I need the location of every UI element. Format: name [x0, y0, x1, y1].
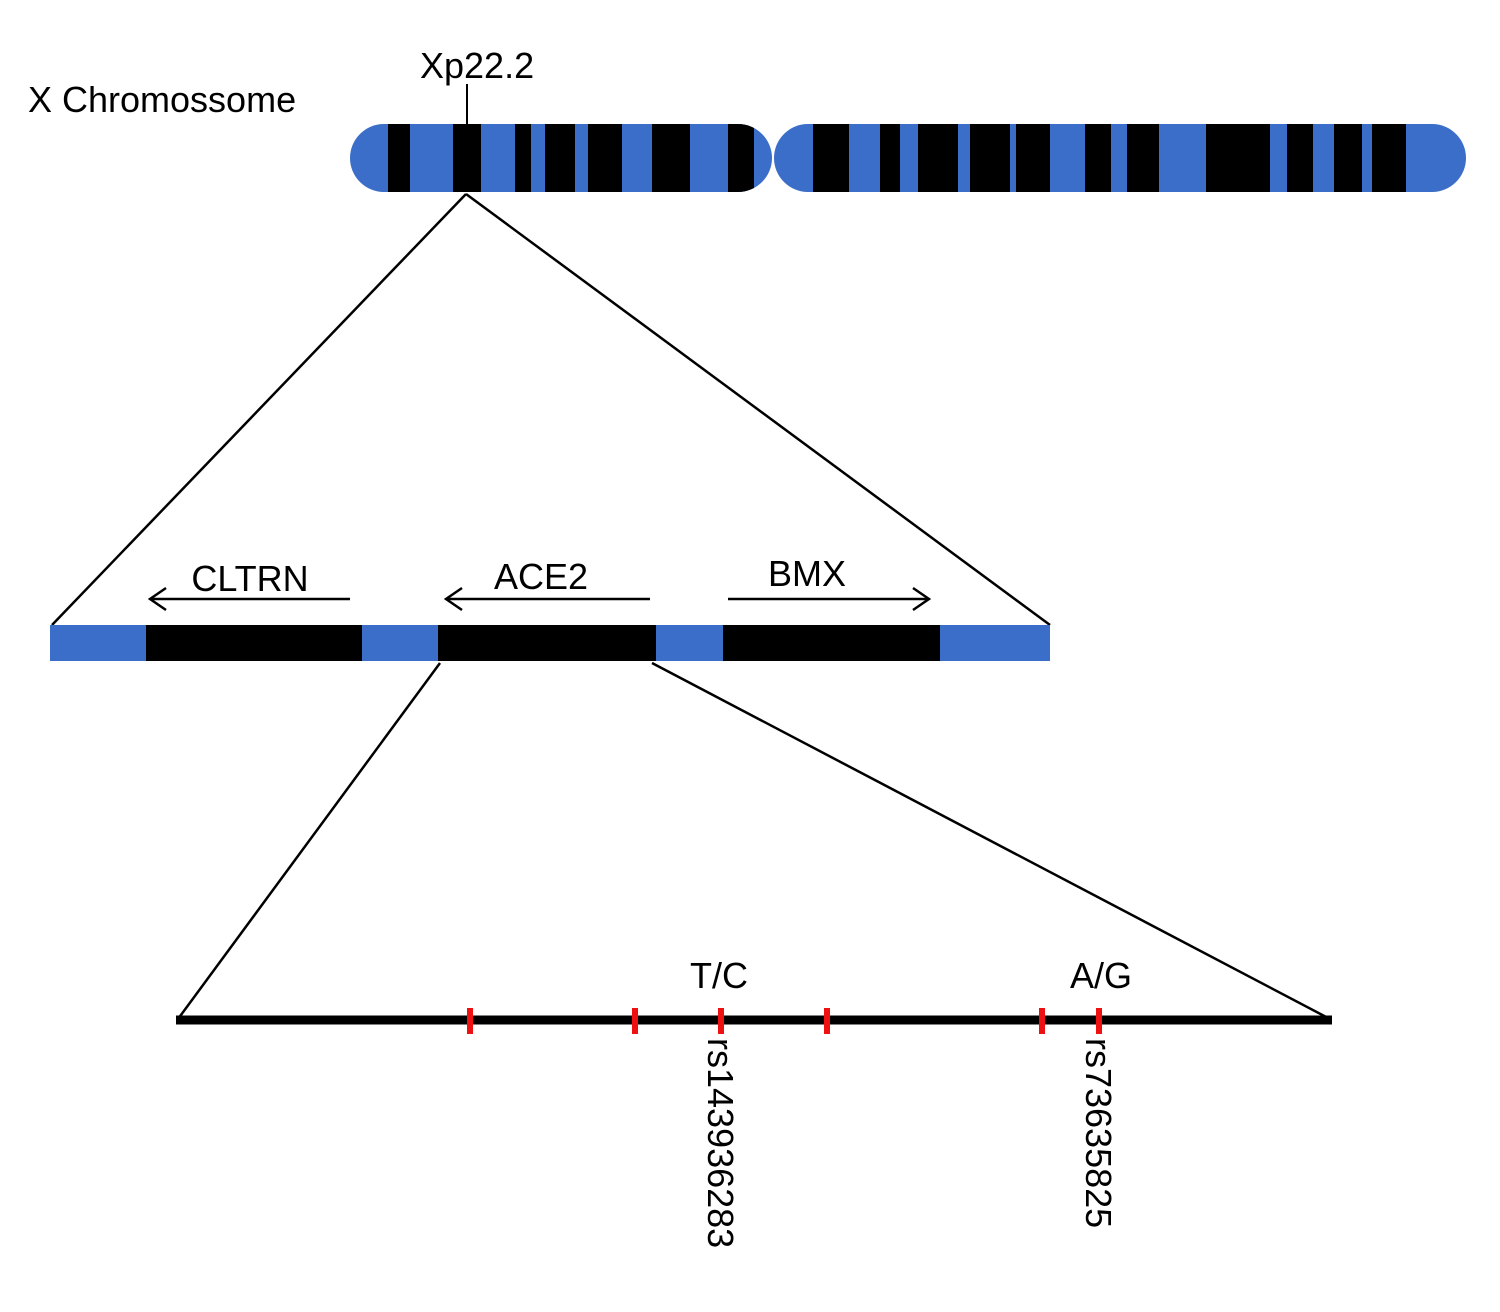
arrow-cltrn [147, 586, 350, 612]
p-arm-band [652, 124, 690, 192]
gene-region-bar [50, 625, 1050, 661]
p-arm-band [588, 124, 622, 192]
p-arm-band [515, 124, 531, 192]
gene-label-ace2: ACE2 [494, 556, 588, 597]
q-arm-band [1085, 124, 1111, 192]
snp-id-rs143936283: rs143936283 [700, 1038, 741, 1248]
allele-label-rs73635825: A/G [1070, 955, 1132, 996]
q-arm-band [1334, 124, 1362, 192]
q-arm-band [1372, 124, 1406, 192]
variant-markers [467, 1008, 1102, 1034]
q-arm-band [880, 124, 900, 192]
p-arm-band [728, 124, 754, 192]
p-arm-band [545, 124, 575, 192]
q-arm-band [918, 124, 958, 192]
gene-label-cltrn: CLTRN [191, 558, 308, 599]
p-arm-band [388, 124, 410, 192]
chromosome-title: X Chromossome [28, 79, 296, 120]
chromosome-p-arm [350, 124, 772, 192]
zoom-line-right-2 [651, 661, 1331, 1021]
q-arm-band [1127, 124, 1159, 192]
gene-block-bmx [723, 625, 940, 661]
q-arm-band [1016, 124, 1050, 192]
band-label: Xp22.2 [420, 45, 534, 86]
gene-block-cltrn [146, 625, 362, 661]
arrow-bmx [728, 586, 932, 612]
gene-label-bmx: BMX [768, 553, 846, 594]
zoom-line-left-2 [176, 662, 442, 1020]
arrow-ace2 [443, 586, 650, 612]
snp-id-rs73635825: rs73635825 [1078, 1038, 1119, 1228]
zoom-line-right-1 [465, 192, 1051, 627]
zoom-line-left-1 [51, 193, 467, 626]
q-arm-body [774, 124, 1466, 192]
allele-label-rs143936283: T/C [690, 955, 748, 996]
q-arm-band [1287, 124, 1313, 192]
chromosome-q-arm [774, 124, 1466, 192]
gene-block-ace2 [438, 625, 656, 661]
q-arm-band [1206, 124, 1270, 192]
p-arm-band [453, 124, 481, 192]
q-arm-band [970, 124, 1010, 192]
q-arm-band [813, 124, 849, 192]
